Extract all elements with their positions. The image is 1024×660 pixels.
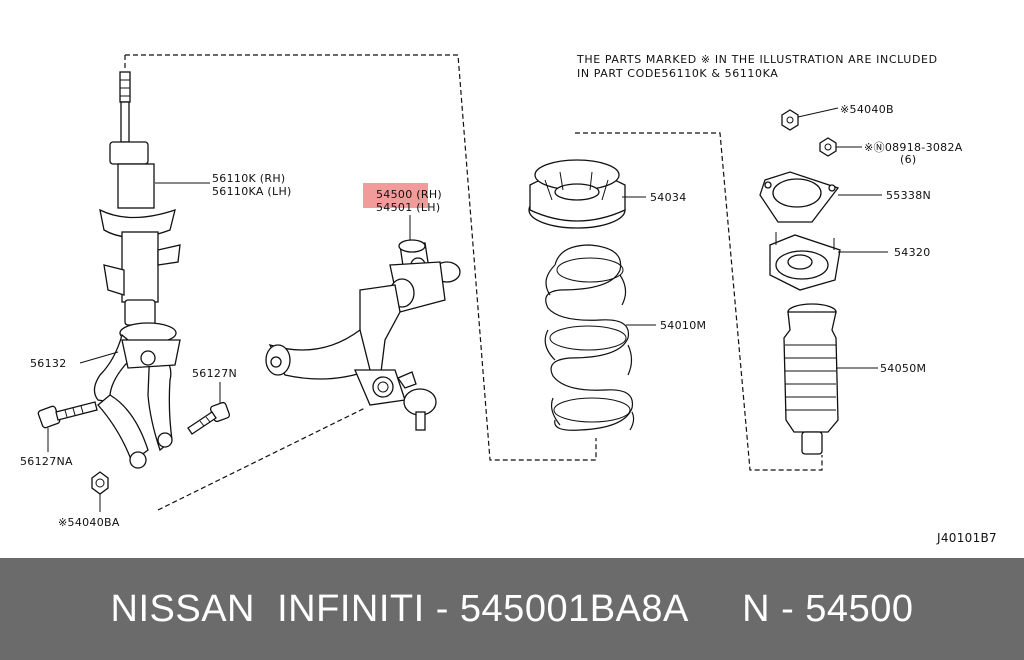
bolt-08918 — [819, 137, 837, 157]
lower-arm-54500 — [265, 239, 461, 431]
dust-boot-54050m — [783, 303, 839, 455]
fork-56132 — [93, 322, 181, 469]
label-seat-54034: 54034 — [650, 191, 687, 204]
label-mount-54320: 54320 — [894, 246, 931, 259]
note-line-2: IN PART CODE56110K & 56110KA — [577, 67, 779, 80]
assembly-dash-left — [125, 54, 597, 461]
assembly-dash-lower — [157, 407, 366, 511]
nut-54040ba — [91, 471, 109, 495]
parts-diagram: THE PARTS MARKED ※ IN THE ILLUSTRATION A… — [20, 53, 997, 545]
mount-54320 — [769, 232, 841, 291]
spring-seat-54034 — [528, 159, 626, 229]
label-arm-lh: 54501 (LH) — [376, 201, 441, 214]
label-strut-rh: 56110K (RH) — [212, 172, 286, 185]
strut-assembly — [99, 71, 181, 326]
leader-lines — [47, 107, 888, 512]
assembly-dash-right — [575, 132, 823, 471]
label-nut-54040ba: ※54040BA — [58, 516, 120, 529]
label-bolt-qty: (6) — [900, 153, 917, 166]
label-bolt-08918: ※Ⓝ08918-3082A — [864, 141, 963, 154]
label-strut-lh: 56110KA (LH) — [212, 185, 292, 198]
label-boot-54050m: 54050M — [880, 362, 927, 375]
label-arm-rh: 54500 (RH) — [376, 188, 442, 201]
label-fork: 56132 — [30, 357, 67, 370]
diagram-drawing — [37, 54, 888, 512]
insulator-55338n — [759, 171, 840, 223]
nut-54040b — [781, 109, 799, 131]
highlight-part-54500 — [363, 183, 428, 208]
part-number-banner: NISSAN INFINITI - 545001BA8A N - 54500 — [0, 558, 1024, 660]
label-bolt-56127n: 56127N — [192, 367, 238, 380]
diagram-code: J40101B7 — [937, 531, 997, 545]
bolt-56127na — [37, 401, 98, 429]
diagram-note: THE PARTS MARKED ※ IN THE ILLUSTRATION A… — [577, 53, 938, 81]
coil-spring-54010m — [544, 244, 635, 431]
label-bolt-56127na: 56127NA — [20, 455, 73, 468]
label-nut-54040b: ※54040B — [840, 103, 894, 116]
label-insulator-55338n: 55338N — [886, 189, 932, 202]
bolt-56127n — [187, 401, 231, 435]
label-spring-54010m: 54010M — [660, 319, 707, 332]
note-line-1: THE PARTS MARKED ※ IN THE ILLUSTRATION A… — [577, 53, 938, 66]
part-number-text: NISSAN INFINITI - 545001BA8A N - 54500 — [110, 587, 914, 630]
